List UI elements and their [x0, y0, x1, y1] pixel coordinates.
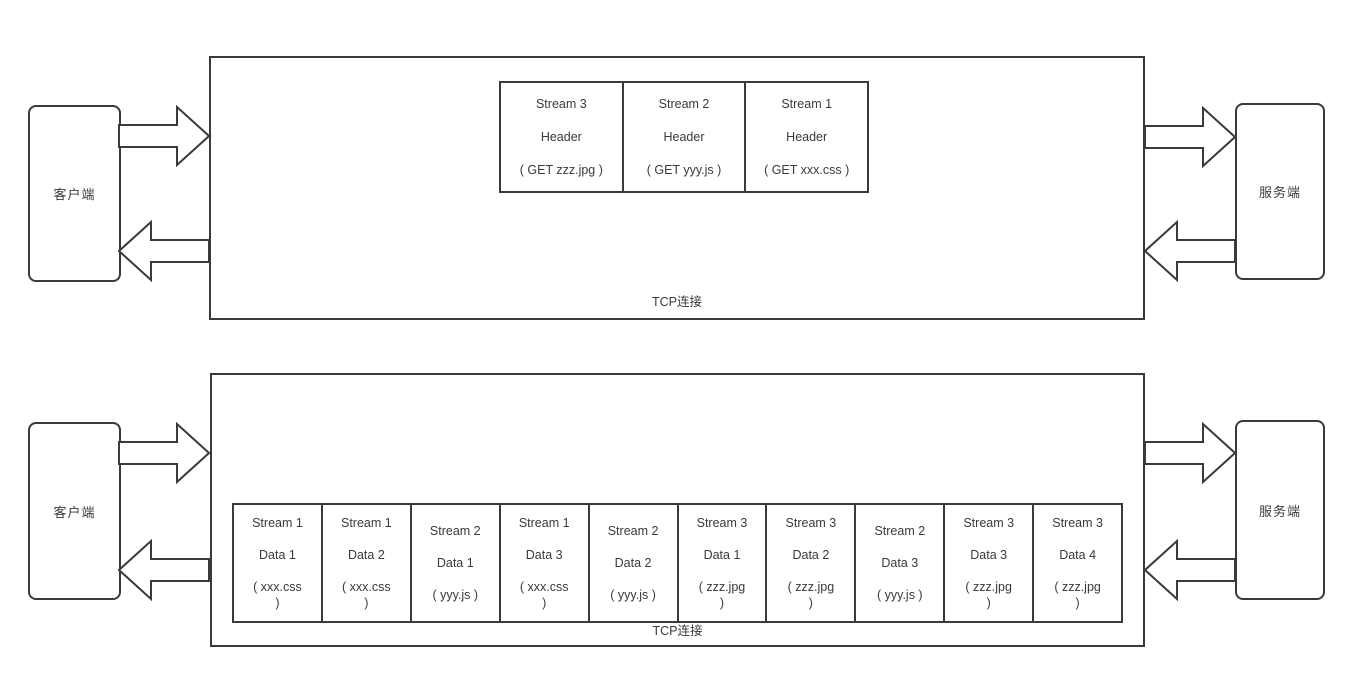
frame-cell: Stream 1 Data 3 ( xxx.css ): [500, 505, 590, 621]
frame-kind-label: Header: [540, 130, 582, 144]
frame-payload-label: ( zzz.jpg ): [787, 580, 835, 610]
frame-stream-label: Stream 2: [658, 97, 710, 111]
server-box-bottom: 服务端: [1235, 420, 1325, 600]
frame-payload-label: ( GET zzz.jpg ): [519, 163, 603, 177]
block-arrow-left-icon: [118, 220, 210, 282]
frame-stream-label: Stream 1: [341, 516, 392, 530]
frame-cell: Stream 2 Header ( GET yyy.js ): [623, 83, 747, 191]
frame-kind-label: Data 1: [259, 548, 296, 562]
frame-cell: Stream 3 Data 2 ( zzz.jpg ): [767, 505, 857, 621]
frame-payload-label: ( yyy.js ): [432, 588, 479, 602]
frame-payload-label: ( zzz.jpg ): [698, 580, 746, 610]
block-arrow-left-icon: [1144, 220, 1236, 282]
frame-cell: Stream 2 Data 2 ( yyy.js ): [589, 505, 679, 621]
frame-cell: Stream 1 Data 2 ( xxx.css ): [322, 505, 412, 621]
frame-stream-label: Stream 3: [963, 516, 1015, 530]
server-box-top: 服务端: [1235, 103, 1325, 280]
server-label: 服务端: [1258, 185, 1301, 200]
frame-payload-label: ( yyy.js ): [610, 588, 656, 602]
frame-kind-label: Header: [786, 130, 828, 144]
frame-kind-label: Data 1: [436, 556, 474, 570]
data-frame-row: Stream 1 Data 1 ( xxx.css ) Stream 1 Dat…: [232, 503, 1123, 623]
frame-stream-label: Stream 2: [874, 524, 926, 538]
tcp-connection-label: TCP连接: [651, 295, 702, 309]
frame-cell: Stream 3 Data 1 ( zzz.jpg ): [678, 505, 768, 621]
frame-cell: Stream 3 Data 3 ( zzz.jpg ): [945, 505, 1035, 621]
frame-kind-label: Header: [663, 130, 705, 144]
frame-kind-label: Data 2: [614, 556, 652, 570]
server-label: 服务端: [1258, 503, 1301, 519]
frame-payload-label: ( zzz.jpg ): [1054, 580, 1101, 610]
frame-cell: Stream 3 Header ( GET zzz.jpg ): [501, 83, 624, 191]
frame-stream-label: Stream 3: [535, 97, 587, 111]
frame-cell: Stream 2 Data 3 ( yyy.js ): [856, 505, 946, 621]
tcp-connection-label: TCP连接: [652, 624, 703, 638]
frame-stream-label: Stream 3: [785, 516, 837, 530]
frame-stream-label: Stream 2: [607, 524, 659, 538]
block-arrow-right-icon: [118, 422, 210, 484]
frame-stream-label: Stream 3: [696, 516, 748, 530]
frame-payload-label: ( GET yyy.js ): [646, 163, 722, 177]
frame-payload-label: ( GET xxx.css ): [764, 163, 850, 177]
block-arrow-right-icon: [1144, 106, 1236, 168]
frame-payload-label: ( yyy.js ): [877, 588, 923, 602]
frame-payload-label: ( zzz.jpg ): [965, 580, 1012, 610]
frame-kind-label: Data 4: [1059, 548, 1097, 562]
frame-kind-label: Data 3: [970, 548, 1008, 562]
client-box-bottom: 客户端: [28, 422, 121, 600]
block-arrow-right-icon: [118, 105, 210, 167]
frame-stream-label: Stream 1: [781, 97, 833, 111]
frame-stream-label: Stream 2: [429, 524, 481, 538]
frame-kind-label: Data 3: [881, 556, 919, 570]
frame-cell: Stream 1 Header ( GET xxx.css ): [746, 83, 868, 191]
frame-kind-label: Data 1: [703, 548, 741, 562]
frame-cell: Stream 1 Data 1 ( xxx.css ): [234, 505, 323, 621]
client-label: 客户端: [53, 187, 96, 202]
block-arrow-left-icon: [118, 539, 210, 601]
frame-kind-label: Data 2: [792, 548, 830, 562]
frame-kind-label: Data 3: [525, 548, 563, 562]
frame-kind-label: Data 2: [347, 548, 385, 562]
frame-payload-label: ( xxx.css ): [253, 580, 302, 610]
frame-payload-label: ( xxx.css ): [519, 580, 569, 610]
block-arrow-right-icon: [1144, 422, 1236, 484]
frame-stream-label: Stream 3: [1052, 516, 1103, 530]
frame-payload-label: ( xxx.css ): [342, 580, 391, 610]
frame-cell: Stream 3 Data 4 ( zzz.jpg ): [1034, 505, 1122, 621]
client-label: 客户端: [53, 504, 96, 520]
header-frame-row: Stream 3 Header ( GET zzz.jpg ) Stream 2…: [499, 81, 869, 193]
block-arrow-left-icon: [1144, 539, 1236, 601]
client-box-top: 客户端: [28, 105, 121, 282]
frame-stream-label: Stream 1: [518, 516, 570, 530]
frame-stream-label: Stream 1: [252, 516, 303, 530]
frame-cell: Stream 2 Data 1 ( yyy.js ): [411, 505, 501, 621]
